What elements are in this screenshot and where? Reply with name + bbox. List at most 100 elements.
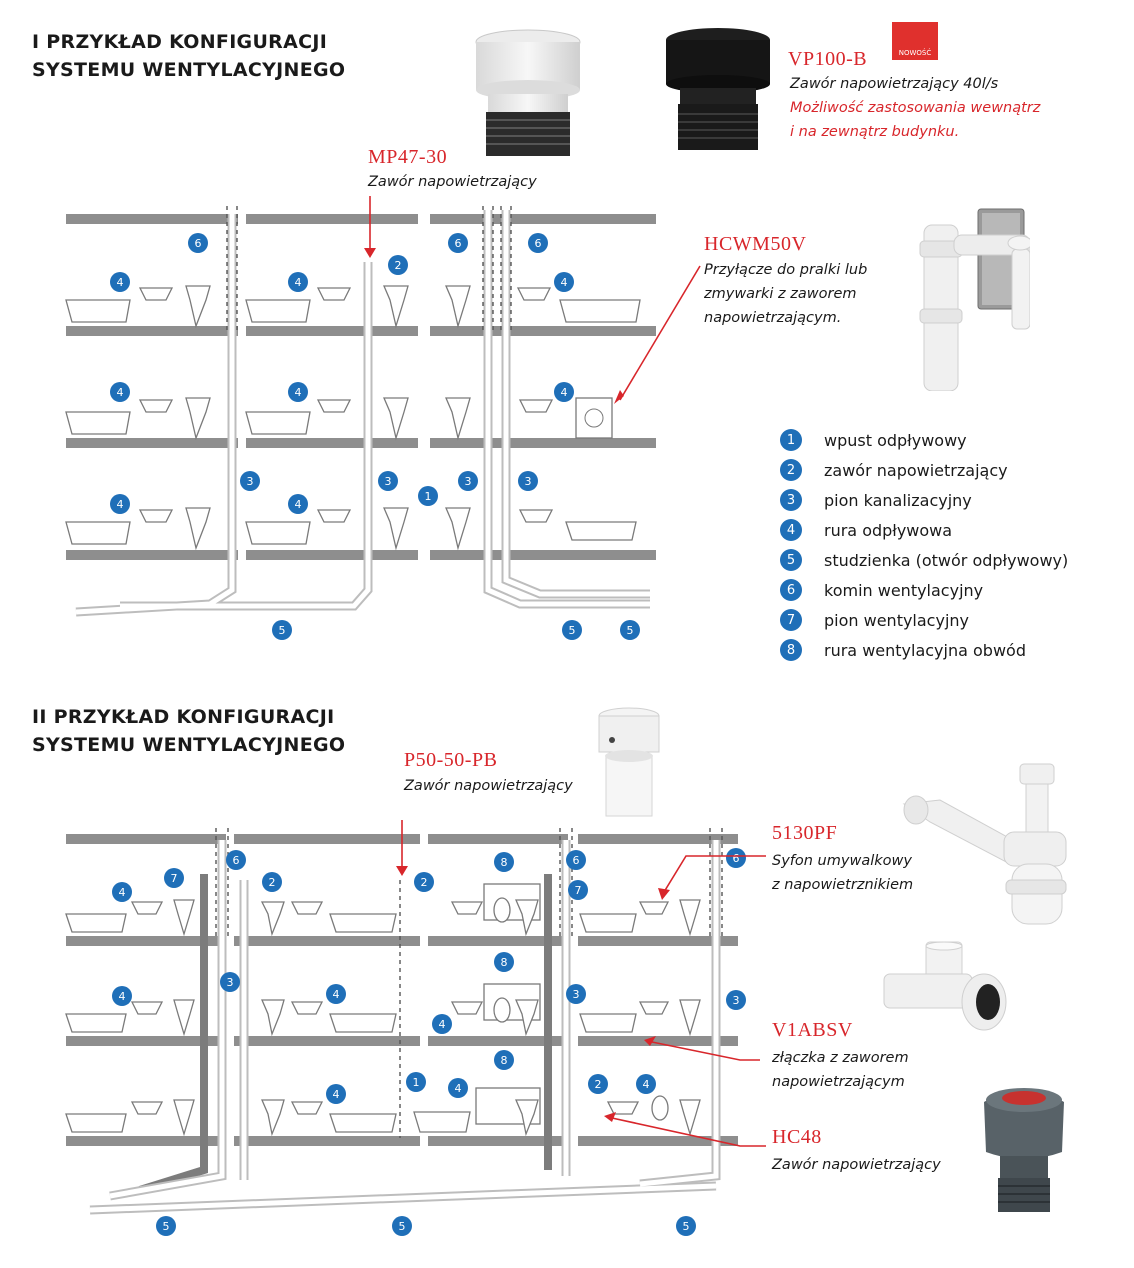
product-desc-hcwm50v-line3: napowietrzającym. xyxy=(704,310,842,326)
legend-badge: 4 xyxy=(780,519,802,541)
svg-text:8: 8 xyxy=(501,1054,508,1067)
section2-title-line2: SYSTEMU WENTYLACYJNEGO xyxy=(32,734,346,756)
svg-text:3: 3 xyxy=(465,475,472,488)
markers-1: 6 6 6 2 4 4 4 4 4 4 3 3 3 3 1 4 4 5 5 5 xyxy=(110,233,640,640)
legend-item: 3 pion kanalizacyjny xyxy=(780,487,972,513)
product-desc-hcwm50v-line2: zmywarki z zaworem xyxy=(704,286,857,302)
fixtures-1 xyxy=(65,285,641,551)
product-note-vp100b-line2: i na zewnątrz budynku. xyxy=(790,124,960,140)
product-desc-vp100b: Zawór napowietrzający 40l/s xyxy=(790,76,999,92)
product-code-hcwm50v: HCWM50V xyxy=(704,233,807,255)
svg-text:6: 6 xyxy=(233,854,240,867)
vent-chimneys-2 xyxy=(215,828,723,1138)
svg-text:5: 5 xyxy=(279,624,286,637)
product-code-mp4730: MP47-30 xyxy=(368,146,448,168)
legend-item: 6 komin wentylacyjny xyxy=(780,577,983,603)
svg-text:4: 4 xyxy=(295,498,302,511)
legend-item: 4 rura odpływowa xyxy=(780,517,952,543)
product-desc-hcwm50v-line1: Przyłącze do pralki lub xyxy=(704,262,868,278)
svg-text:2: 2 xyxy=(269,876,276,889)
svg-text:4: 4 xyxy=(119,886,126,899)
svg-text:2: 2 xyxy=(421,876,428,889)
svg-text:4: 4 xyxy=(439,1018,446,1031)
section2-title: II PRZYKŁAD KONFIGURACJI SYSTEMU WENTYLA… xyxy=(32,703,345,759)
legend-badge: 6 xyxy=(780,579,802,601)
diagram-section1: 6 6 6 2 4 4 4 4 4 4 3 3 3 3 1 4 4 5 5 5 xyxy=(65,196,701,640)
legend-label: wpust odpływowy xyxy=(824,430,967,450)
svg-text:3: 3 xyxy=(227,976,234,989)
svg-text:3: 3 xyxy=(733,994,740,1007)
new-product-badge: NOWOŚĆ xyxy=(892,22,938,60)
svg-text:4: 4 xyxy=(117,276,124,289)
legend-label: pion wentylacyjny xyxy=(824,610,969,630)
legend-badge: 1 xyxy=(780,429,802,451)
svg-text:4: 4 xyxy=(333,1088,340,1101)
air-valve-p5050pb-image xyxy=(598,707,660,817)
product-code-vp100b: VP100-B xyxy=(788,48,868,70)
legend-label: rura wentylacyjna obwód xyxy=(824,640,1026,660)
section1-title: I PRZYKŁAD KONFIGURACJI SYSTEMU WENTYLAC… xyxy=(32,28,345,84)
diagram-section2: 6 6 6 7 7 2 2 8 8 8 4 4 4 4 4 4 4 2 3 3 … xyxy=(65,820,766,1236)
svg-text:5: 5 xyxy=(569,624,576,637)
svg-text:4: 4 xyxy=(561,386,568,399)
circuit-vents-2 xyxy=(475,883,541,1125)
svg-text:4: 4 xyxy=(295,386,302,399)
svg-text:8: 8 xyxy=(501,856,508,869)
air-valve-white-image xyxy=(475,29,581,156)
product-desc-mp4730: Zawór napowietrzający xyxy=(368,174,537,190)
svg-text:7: 7 xyxy=(171,872,178,885)
product-code-v1absv: V1ABSV xyxy=(772,1019,853,1041)
svg-text:4: 4 xyxy=(643,1078,650,1091)
legend-item: 8 rura wentylacyjna obwód xyxy=(780,637,1026,663)
markers-2: 6 6 6 7 7 2 2 8 8 8 4 4 4 4 4 4 4 2 3 3 … xyxy=(112,848,746,1236)
legend-badge: 3 xyxy=(780,489,802,511)
legend-badge: 2 xyxy=(780,459,802,481)
legend-badge: 7 xyxy=(780,609,802,631)
section1-title-line2: SYSTEMU WENTYLACYJNEGO xyxy=(32,59,346,81)
legend-label: rura odpływowa xyxy=(824,520,953,540)
air-valve-hc48-image xyxy=(984,1088,1064,1212)
product-note-vp100b-line1: Możliwość zastosowania wewnątrz xyxy=(790,100,1041,116)
connector-v1absv-image xyxy=(883,941,1007,1031)
svg-text:4: 4 xyxy=(295,276,302,289)
svg-text:5: 5 xyxy=(399,1220,406,1233)
svg-text:4: 4 xyxy=(117,498,124,511)
svg-text:8: 8 xyxy=(501,956,508,969)
section1-title-line1: I PRZYKŁAD KONFIGURACJI xyxy=(32,31,328,53)
new-badge-label: NOWOŚĆ xyxy=(892,22,938,60)
svg-text:4: 4 xyxy=(117,386,124,399)
product-desc-5130pf-line2: z napowietrznikiem xyxy=(772,877,914,893)
floor-slabs-2 xyxy=(66,834,738,1146)
legend-item: 7 pion wentylacyjny xyxy=(780,607,969,633)
svg-text:1: 1 xyxy=(413,1076,420,1089)
legend: 1 wpust odpływowy 2 zawór napowietrzając… xyxy=(780,427,1110,667)
svg-text:3: 3 xyxy=(385,475,392,488)
product-code-p5050pb: P50-50-PB xyxy=(404,749,498,771)
svg-text:6: 6 xyxy=(535,237,542,250)
svg-text:6: 6 xyxy=(573,854,580,867)
legend-label: studzienka (otwór odpływowy) xyxy=(824,550,1069,570)
svg-text:4: 4 xyxy=(455,1082,462,1095)
legend-label: komin wentylacyjny xyxy=(824,580,984,600)
svg-text:5: 5 xyxy=(627,624,634,637)
svg-text:4: 4 xyxy=(119,990,126,1003)
legend-label: zawór napowietrzający xyxy=(824,460,1008,480)
svg-text:2: 2 xyxy=(595,1078,602,1091)
product-code-5130pf: 5130PF xyxy=(772,822,838,844)
washing-machine-drum xyxy=(584,408,604,428)
svg-text:6: 6 xyxy=(195,237,202,250)
svg-text:5: 5 xyxy=(683,1220,690,1233)
product-desc-v1absv-line2: napowietrzającym xyxy=(772,1074,905,1090)
svg-text:7: 7 xyxy=(575,884,582,897)
product-desc-p5050pb: Zawór napowietrzający xyxy=(404,778,573,794)
svg-text:4: 4 xyxy=(561,276,568,289)
basin-siphon-image xyxy=(902,763,1067,925)
legend-item: 5 studzienka (otwór odpływowy) xyxy=(780,547,1068,573)
washing-machine-connector-image xyxy=(919,208,1030,391)
air-valve-black-image xyxy=(666,28,770,150)
legend-badge: 8 xyxy=(780,639,802,661)
svg-text:3: 3 xyxy=(247,475,254,488)
legend-label: pion kanalizacyjny xyxy=(824,490,972,510)
svg-text:1: 1 xyxy=(425,490,432,503)
svg-text:4: 4 xyxy=(333,988,340,1001)
